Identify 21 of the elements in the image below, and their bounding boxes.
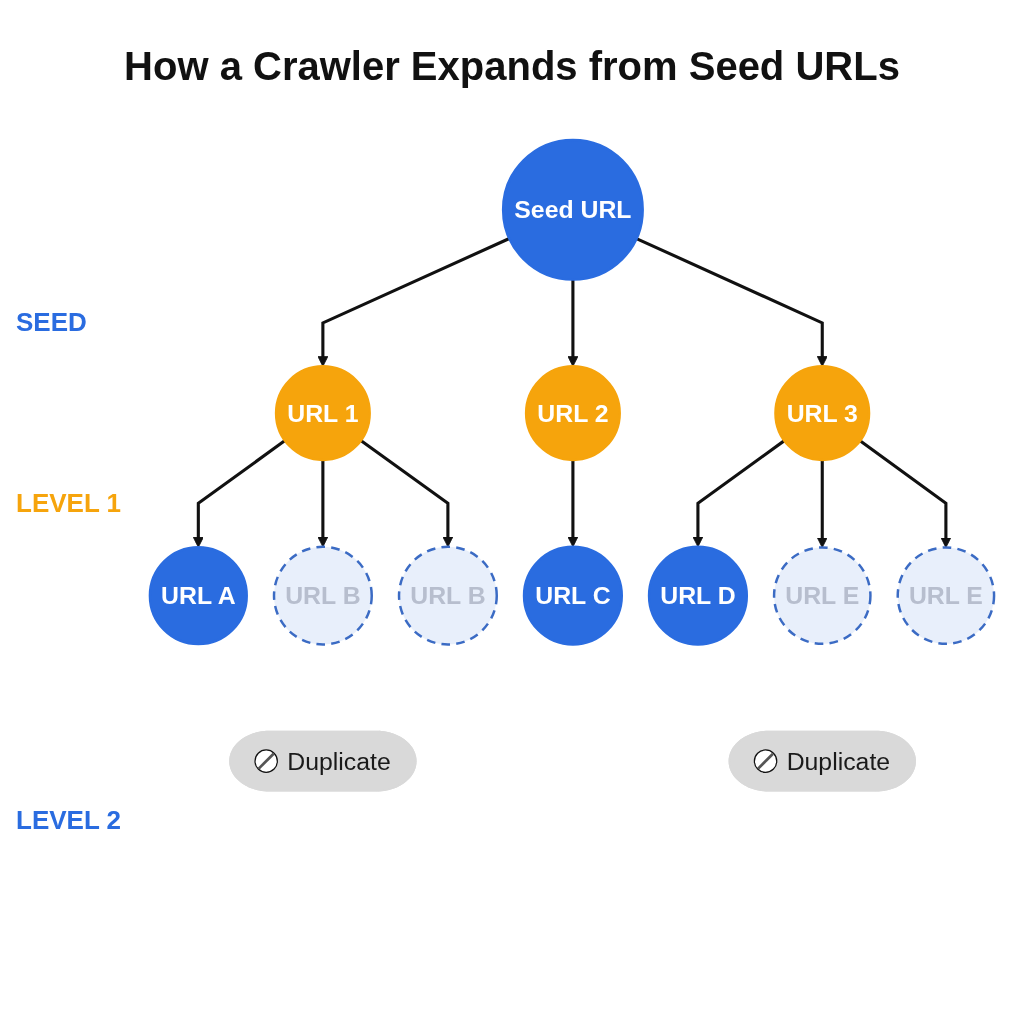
arrow	[567, 279, 579, 367]
node-circle: URL 3	[774, 365, 871, 462]
arrow	[192, 439, 286, 548]
node-circle: URL 1	[274, 365, 371, 462]
node-circle: Seed URL	[501, 138, 644, 281]
arrow	[567, 459, 579, 548]
arrow	[359, 439, 454, 548]
arrow	[635, 237, 828, 367]
level-label: LEVEL 2	[16, 805, 121, 837]
arrow	[859, 439, 952, 548]
level-label: SEED	[16, 307, 87, 339]
arrow	[317, 237, 510, 367]
node-circle: URL D	[647, 545, 749, 646]
arrow	[692, 439, 786, 548]
node-circle: URL A	[148, 546, 248, 646]
arrow	[816, 459, 828, 548]
node-circle: URL C	[522, 545, 623, 646]
level-label: LEVEL 1	[16, 488, 121, 520]
title: How a Crawler Expands from Seed URLs	[124, 44, 900, 89]
arrow	[317, 459, 329, 548]
node-circle: URL 2	[524, 365, 621, 462]
